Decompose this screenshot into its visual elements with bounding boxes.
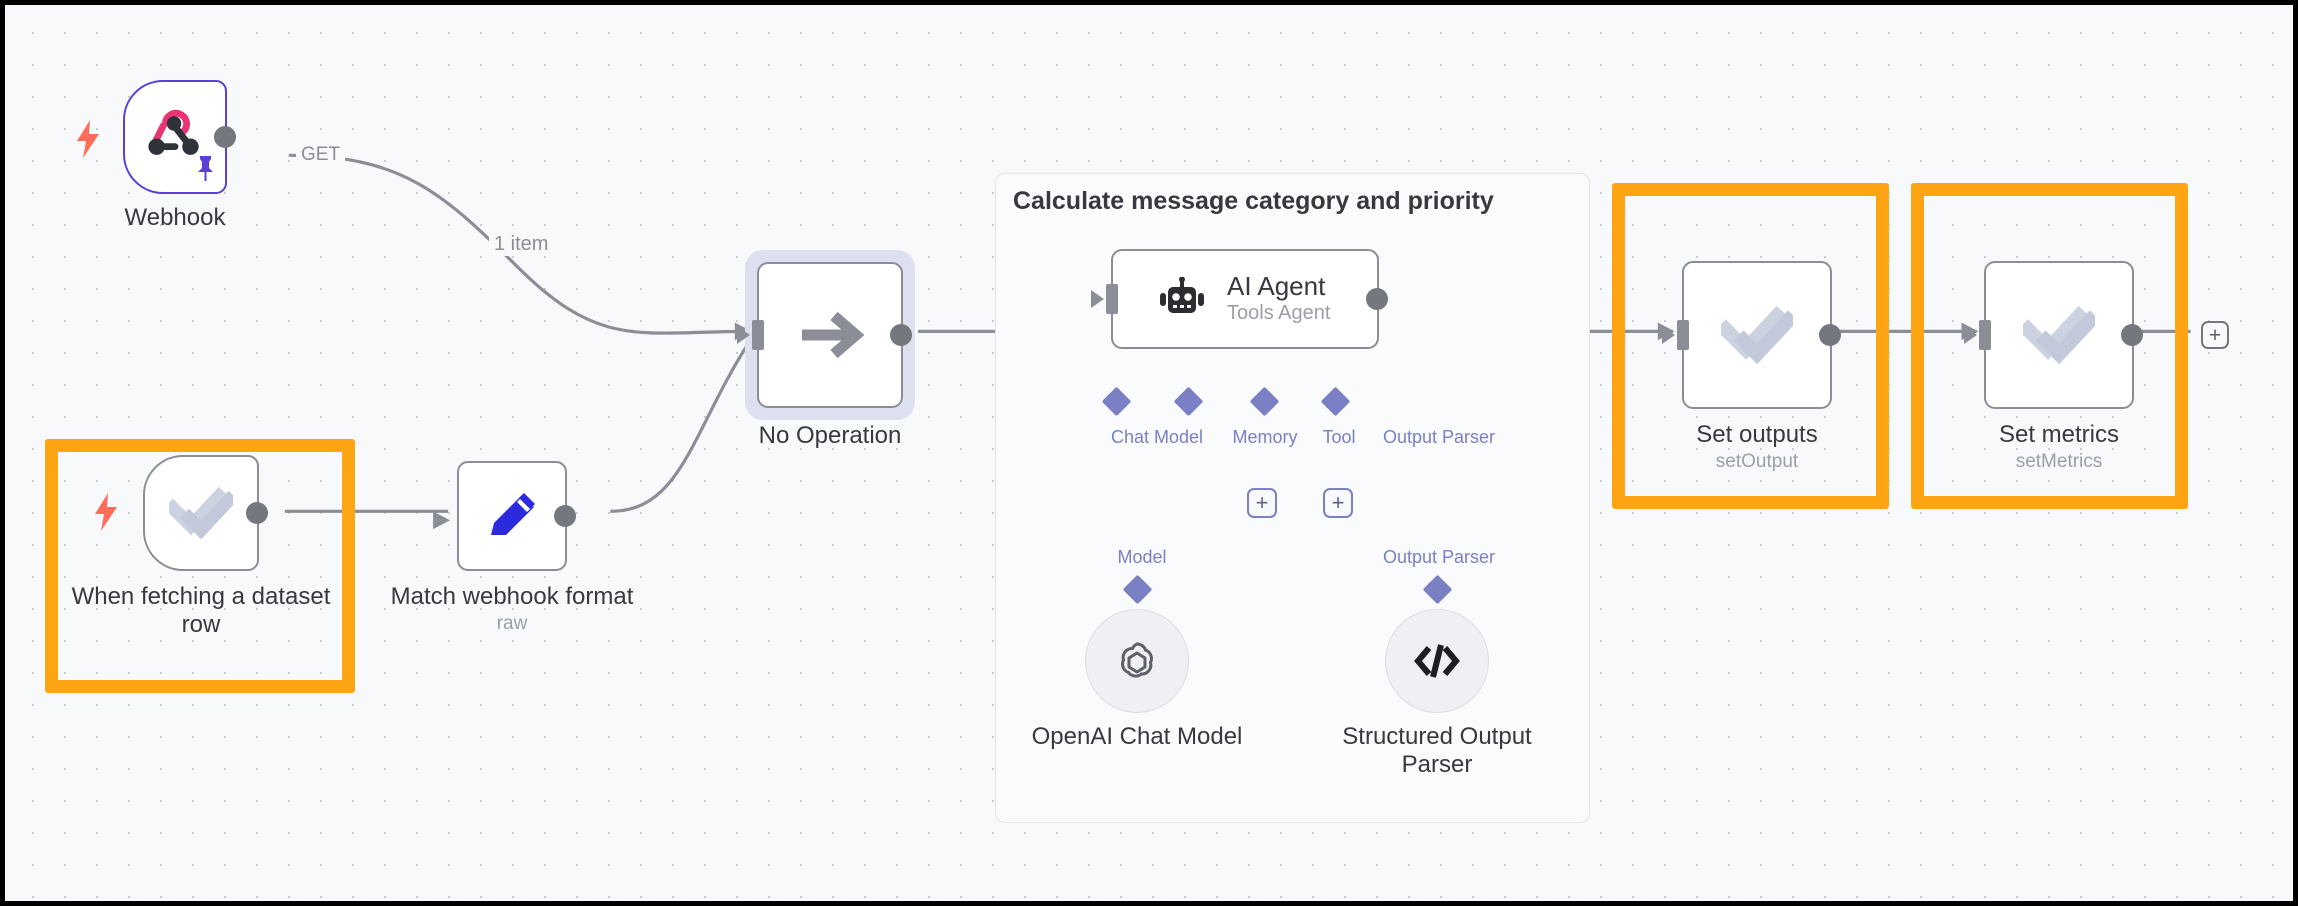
webhook-method-label: GET <box>296 144 346 166</box>
trigger-bolt-icon <box>75 120 101 158</box>
arrow-right-icon <box>802 311 864 359</box>
no-operation-input-port[interactable] <box>737 320 764 350</box>
node-set-outputs-box[interactable] <box>1662 261 1841 409</box>
node-set-outputs-subtitle: setOutput <box>1715 451 1799 472</box>
set-outputs-input-port[interactable] <box>1662 320 1689 350</box>
add-tool-node-button[interactable]: + <box>1323 488 1353 518</box>
node-when-fetching-label: When fetching a dataset row <box>71 583 331 639</box>
pencil-icon <box>491 493 535 535</box>
no-operation-output-port[interactable] <box>890 324 912 346</box>
sub-node-connector-label-model: Model <box>1117 547 1167 567</box>
double-check-icon <box>2023 305 2095 365</box>
ai-agent-output-port[interactable] <box>1366 288 1388 310</box>
agent-connector-label-tool: Tool <box>1322 427 1356 447</box>
node-ai-agent-title: AI Agent <box>1227 270 1326 301</box>
node-set-metrics-subtitle: setMetrics <box>2015 451 2103 472</box>
node-match-webhook-box[interactable] <box>457 461 576 571</box>
set-metrics-output-port[interactable] <box>2121 324 2143 346</box>
sub-node-openai-chat-model-label: OpenAI Chat Model <box>1031 723 1243 750</box>
set-outputs-output-port[interactable] <box>1819 324 1841 346</box>
node-no-operation[interactable]: No Operation <box>737 262 912 449</box>
pin-icon <box>196 156 215 186</box>
webhook-output-port[interactable] <box>214 126 236 148</box>
node-set-outputs[interactable]: Set outputs setOutput <box>1662 261 1841 472</box>
sub-node-openai-chat-model[interactable] <box>1085 609 1189 713</box>
connection-item-count-label: 1 item <box>489 233 554 256</box>
double-check-icon <box>1721 305 1793 365</box>
double-check-icon <box>169 486 233 540</box>
node-no-operation-label: No Operation <box>758 422 902 449</box>
node-webhook-label: Webhook <box>124 204 226 231</box>
node-ai-agent-subtitle: Tools Agent <box>1227 302 1331 325</box>
trigger-bolt-icon <box>93 493 119 531</box>
agent-connector-label-chat-model: Chat Model <box>1110 427 1204 447</box>
node-set-outputs-label: Set outputs <box>1696 421 1818 448</box>
when-fetching-output-port[interactable] <box>246 502 268 524</box>
node-set-metrics[interactable]: Set metrics setMetrics <box>1964 261 2143 472</box>
ai-agent-input-port[interactable] <box>1091 284 1118 314</box>
node-webhook[interactable]: Webhook <box>77 80 236 231</box>
webhook-icon <box>148 109 199 155</box>
openai-icon <box>1121 642 1153 678</box>
node-set-metrics-label: Set metrics <box>1998 421 2120 448</box>
node-when-fetching-box[interactable] <box>143 455 268 571</box>
sub-node-structured-output-parser-label: Structured Output Parser <box>1342 723 1532 779</box>
match-webhook-output-port[interactable] <box>554 505 576 527</box>
sub-node-structured-output-parser[interactable] <box>1385 609 1489 713</box>
agent-connector-label-output-parser: Output Parser <box>1382 427 1496 447</box>
sub-node-connector-label-output-parser: Output Parser <box>1382 547 1496 567</box>
node-match-webhook-label: Match webhook format <box>390 583 634 610</box>
add-memory-node-button[interactable]: + <box>1247 488 1277 518</box>
robot-icon <box>1160 277 1204 313</box>
node-match-webhook-format[interactable]: Match webhook format raw <box>391 461 633 634</box>
add-next-node-button[interactable]: + <box>2201 321 2229 349</box>
node-no-operation-box[interactable] <box>737 262 912 408</box>
group-title: Calculate message category and priority <box>1013 187 1494 215</box>
set-metrics-input-port[interactable] <box>1964 320 1991 350</box>
node-ai-agent-box[interactable]: AI Agent Tools Agent <box>1091 249 1388 349</box>
node-when-fetching-a-dataset-row[interactable]: When fetching a dataset row <box>72 455 330 638</box>
node-match-webhook-subtitle: raw <box>496 613 528 634</box>
code-brackets-icon <box>1414 644 1460 678</box>
node-webhook-box[interactable] <box>123 80 236 194</box>
node-set-metrics-box[interactable] <box>1964 261 2143 409</box>
agent-connector-label-memory: Memory <box>1232 427 1298 447</box>
node-ai-agent[interactable]: AI Agent Tools Agent <box>1091 249 1388 349</box>
